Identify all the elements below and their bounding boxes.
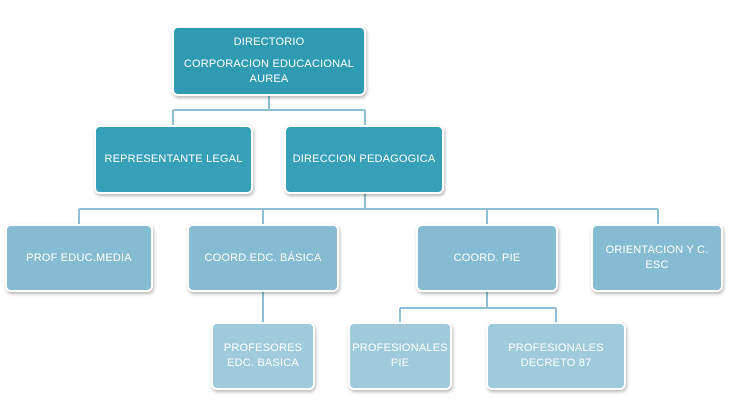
coord-pie-box: COORD. PIE — [416, 224, 558, 292]
direccion-pedagogica-label: DIRECCION PEDAGOGICA — [292, 153, 436, 165]
profesores-basica-label: PROFESORES — [223, 342, 303, 354]
profesionales-decreto-label: PROFESIONALES — [508, 342, 604, 354]
prof-educ-media-label: PROF EDUC.MEDIA — [26, 251, 132, 264]
profesionales-pie-label: PROFESIONALES — [352, 342, 448, 354]
profesionales-decreto-label-2: DECRETO 87 — [520, 357, 592, 369]
directorio-org-name-2: AUREA — [249, 73, 289, 85]
prof-educ-media-box: PROF EDUC.MEDIA — [5, 224, 153, 292]
directorio-org-name: CORPORACION EDUCACIONAL — [183, 58, 355, 70]
profesores-basica-label-2: EDC. BASICA — [227, 357, 299, 369]
directorio-box: DIRECTORIO CORPORACION EDUCACIONAL AUREA — [172, 26, 366, 96]
orientacion-label: ORIENTACION Y C. — [605, 244, 709, 256]
connector-core — [78, 95, 659, 323]
profesionales-pie-label-2: PIE — [390, 357, 410, 369]
orientacion-box: ORIENTACION Y C. ESC — [591, 224, 723, 292]
representante-legal-box: REPRESENTANTE LEGAL — [94, 125, 253, 194]
orientacion-label-2: ESC — [645, 259, 669, 271]
coord-edc-basica-box: COORD.EDC. BÁSICA — [187, 224, 339, 292]
profesionales-decreto-box: PROFESIONALES DECRETO 87 — [486, 322, 626, 390]
profesionales-pie-box: PROFESIONALES PIE — [348, 322, 452, 390]
coord-edc-basica-label: COORD.EDC. BÁSICA — [204, 251, 322, 264]
representante-legal-label: REPRESENTANTE LEGAL — [104, 153, 243, 165]
coord-pie-label: COORD. PIE — [453, 251, 521, 264]
profesores-basica-box: PROFESORES EDC. BASICA — [211, 322, 315, 390]
directorio-title: DIRECTORIO — [233, 36, 305, 48]
direccion-pedagogica-box: DIRECCION PEDAGOGICA — [284, 125, 444, 194]
